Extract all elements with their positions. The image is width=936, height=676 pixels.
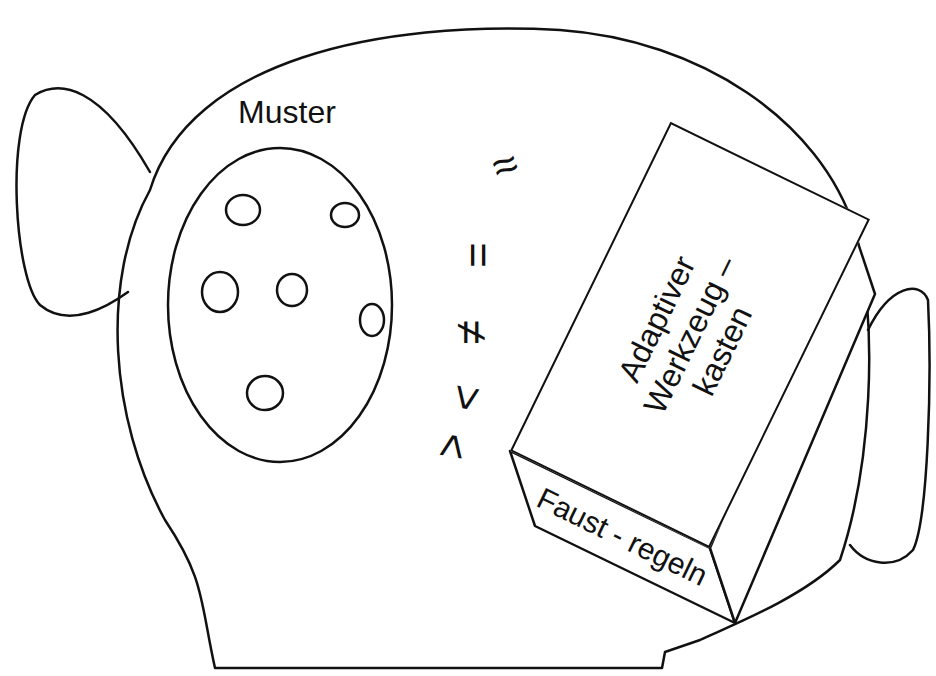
relation-symbol: = bbox=[456, 242, 500, 268]
pattern-dot bbox=[277, 274, 307, 306]
pattern-outline bbox=[165, 72, 397, 472]
heading-label: Muster bbox=[165, 94, 409, 131]
pattern-ellipse bbox=[168, 148, 392, 462]
relation-symbol: < bbox=[442, 382, 490, 415]
relation-symbol: > bbox=[428, 430, 476, 463]
pattern-dot bbox=[247, 376, 283, 410]
box-label: Adaptiver Werkzeug – kasten bbox=[594, 216, 785, 453]
right-ear bbox=[850, 289, 929, 563]
relation-symbol: ≈ bbox=[486, 140, 524, 190]
pattern-dot bbox=[202, 272, 238, 312]
left-ear bbox=[16, 88, 150, 315]
relation-symbol: ≠ bbox=[450, 320, 494, 344]
pattern-circle: Muster bbox=[165, 72, 409, 472]
pattern-dot bbox=[226, 195, 260, 225]
pattern-dot bbox=[360, 304, 384, 336]
pattern-dot bbox=[331, 203, 359, 227]
